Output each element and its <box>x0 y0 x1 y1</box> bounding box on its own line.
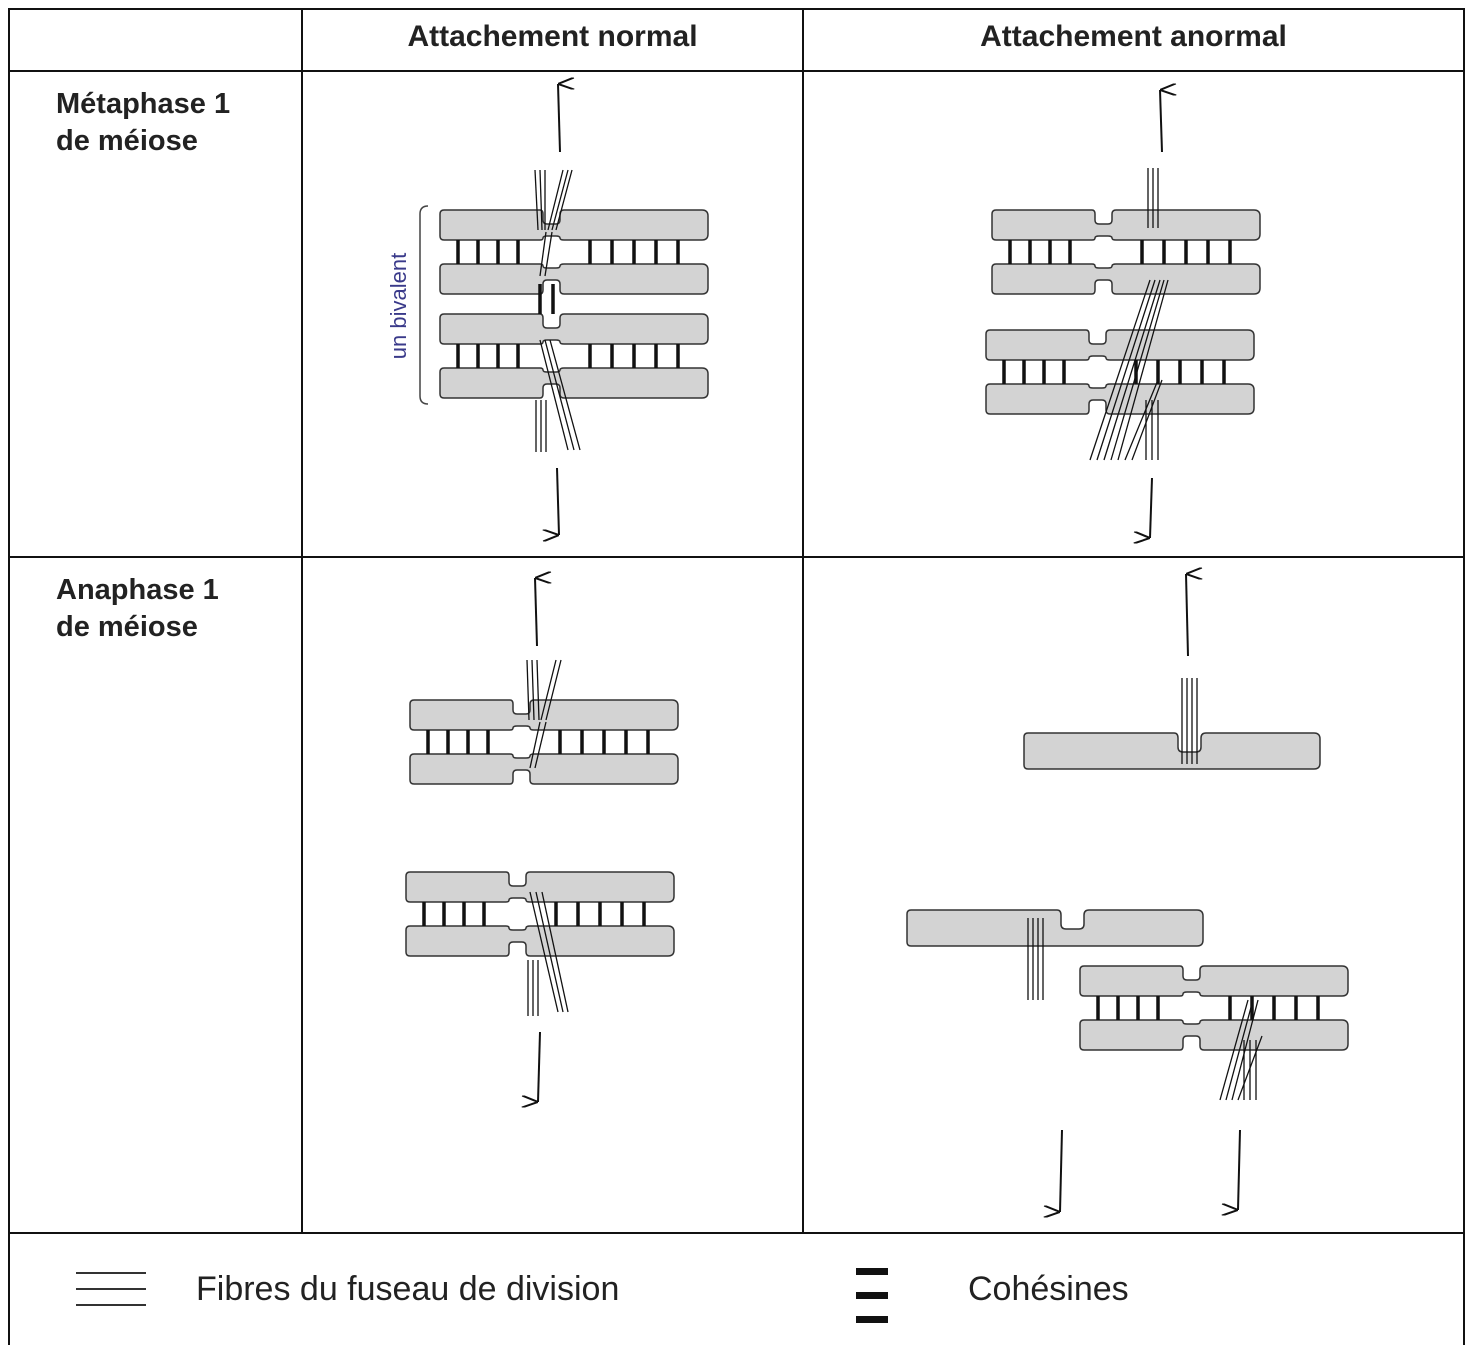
arrow-down-icon <box>1238 1129 1241 1210</box>
legend-fibres-label: Fibres du fuseau de division <box>196 1270 620 1308</box>
bivalent-label: un bivalent <box>386 253 411 359</box>
single-chromosome-lagging <box>906 909 1204 947</box>
chromatid-pair-unseparated <box>1080 966 1348 1050</box>
row-divider <box>8 556 1465 558</box>
spindle-fibres-normal <box>534 169 581 452</box>
anaphase-normal-drawing <box>406 578 678 1102</box>
row-label-anaphase-line2: de méiose <box>56 611 198 643</box>
row-label-metaphase: Métaphase 1 de méiose <box>56 86 230 160</box>
arrow-up-icon <box>534 578 537 647</box>
header-normal-attachment: Attachement normal <box>407 20 698 53</box>
legend-divider <box>8 1232 1465 1234</box>
arrow-up-icon <box>1185 574 1188 657</box>
row-label-metaphase-line2: de méiose <box>56 125 198 157</box>
table-border-top <box>8 8 1465 10</box>
header-abnormal-attachment: Attachement anormal <box>980 20 1287 53</box>
spindle-fibres-abnormal <box>1089 168 1169 461</box>
anaphase-abnormal-drawing <box>906 574 1348 1212</box>
arrow-down-icon <box>557 467 560 535</box>
legend-cohesines-label: Cohésines <box>968 1270 1129 1308</box>
bivalent-chromatid-pair-bottom <box>440 314 708 398</box>
single-chromosome-upper <box>1023 732 1321 770</box>
spindle-fibres-anaphase-abnormal <box>1027 678 1263 1101</box>
bivalent-bracket <box>419 205 429 405</box>
chromatid-pair-moving-up <box>410 700 678 784</box>
chromatid-pair-upper <box>992 210 1260 294</box>
row-label-anaphase: Anaphase 1 de méiose <box>56 572 219 646</box>
row-label-metaphase-line1: Métaphase 1 <box>56 88 231 120</box>
row-label-anaphase-line1: Anaphase 1 <box>56 574 219 606</box>
cohesin-bars-icon <box>856 1268 888 1323</box>
arrow-down-icon <box>1060 1129 1063 1212</box>
triple-line-icon <box>76 1272 146 1306</box>
table-border-right <box>1463 8 1465 1345</box>
table-border-left <box>8 8 10 1345</box>
arrow-up-icon <box>557 84 560 153</box>
arrow-down-icon <box>1150 477 1153 538</box>
header-divider <box>8 70 1465 72</box>
arrow-down-icon <box>538 1031 541 1102</box>
column-divider-2 <box>802 8 804 1234</box>
bivalent-chromatid-pair-top <box>440 210 708 294</box>
spindle-fibres-anaphase-normal <box>526 659 569 1016</box>
chiasma-cohesins <box>538 284 555 314</box>
column-divider-1 <box>301 8 303 1234</box>
metaphase-abnormal-drawing <box>986 90 1260 538</box>
arrow-up-icon <box>1159 90 1162 153</box>
chromatid-pair-moving-down <box>406 872 674 956</box>
metaphase-normal-drawing: un bivalent <box>386 84 708 535</box>
